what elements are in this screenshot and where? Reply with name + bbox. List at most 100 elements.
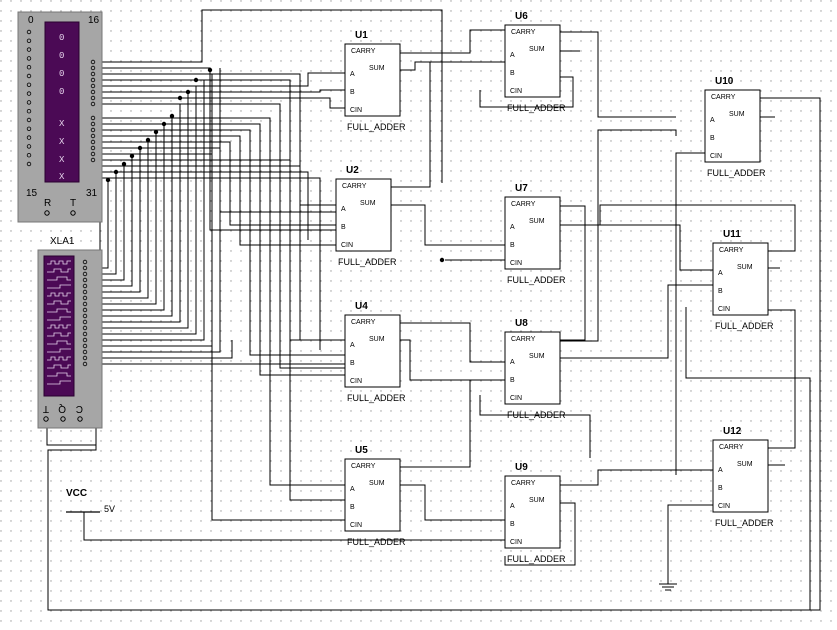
wg-right-pin[interactable] — [90, 83, 96, 89]
full-adder-type-label: FULL_ADDER — [507, 275, 566, 285]
la-input-pin[interactable] — [82, 337, 88, 343]
wg-left-pin[interactable] — [26, 47, 32, 52]
logic-analyzer-input-pins[interactable] — [82, 259, 88, 367]
la-input-pin[interactable] — [82, 301, 88, 307]
la-input-pin[interactable] — [82, 331, 88, 337]
full-adder-body — [504, 475, 561, 549]
wg-right-pin[interactable] — [90, 101, 96, 107]
wg-left-pin[interactable] — [26, 29, 32, 35]
wg-right-pin[interactable] — [90, 77, 96, 83]
la-waveform — [47, 308, 71, 313]
la-input-pin[interactable] — [82, 355, 88, 361]
la-waveform — [47, 316, 71, 321]
la-terminal-c[interactable] — [77, 416, 83, 422]
wg-left-pin[interactable] — [26, 135, 32, 140]
wg-right-pin[interactable] — [90, 65, 96, 71]
wg-left-pin[interactable] — [26, 144, 32, 149]
r-terminal[interactable] — [44, 210, 50, 216]
pin-a-label: A — [341, 206, 346, 213]
la-input-pin[interactable] — [82, 277, 88, 283]
wg-right-pin[interactable] — [90, 139, 96, 145]
wg-right-pin[interactable] — [90, 121, 96, 127]
wg-left-pin[interactable] — [26, 126, 32, 131]
wg-left-pin[interactable] — [26, 117, 32, 123]
range-right-top: 16 — [88, 15, 100, 26]
la-input-pin[interactable] — [82, 313, 88, 319]
la-terminal-q[interactable] — [60, 416, 66, 422]
word-generator[interactable]: 0 16 15 31 0 0 0 0 X X X X R T — [17, 11, 103, 223]
wg-right-pin[interactable] — [90, 95, 96, 101]
la-input-pin[interactable] — [82, 289, 88, 295]
display-bottom-2: X — [59, 155, 65, 165]
wg-left-pin[interactable] — [26, 73, 32, 79]
la-waveform — [47, 260, 71, 265]
pin-carry-label: CARRY — [351, 319, 376, 326]
wg-left-pin[interactable] — [26, 56, 32, 61]
logic-analyzer-waveforms — [47, 260, 71, 385]
wg-left-pin[interactable] — [26, 82, 32, 87]
la-input-pin[interactable] — [82, 349, 88, 355]
la-waveform — [47, 372, 71, 377]
wg-left-pin[interactable] — [26, 38, 32, 43]
la-input-pin[interactable] — [82, 271, 88, 277]
pin-carry-label: CARRY — [342, 183, 367, 190]
wg-left-pin[interactable] — [26, 100, 32, 105]
la-input-pin[interactable] — [82, 295, 88, 301]
wg-left-pin[interactable] — [26, 108, 32, 114]
full-adder-type-label: FULL_ADDER — [507, 103, 566, 113]
wg-left-pin[interactable] — [26, 64, 32, 70]
word-generator-left-pins[interactable] — [26, 29, 32, 167]
wg-right-pin[interactable] — [90, 157, 96, 163]
vcc-source[interactable]: VCC 5V — [66, 488, 115, 514]
wg-right-pin[interactable] — [90, 151, 96, 157]
word-generator-right-pins[interactable] — [90, 59, 96, 163]
pin-a-label: A — [510, 224, 515, 231]
full-adder-body — [335, 178, 392, 252]
wg-right-pin[interactable] — [90, 145, 96, 151]
la-input-pin[interactable] — [82, 343, 88, 349]
wg-right-pin[interactable] — [90, 127, 96, 133]
t-terminal[interactable] — [70, 210, 76, 216]
la-input-pin[interactable] — [82, 325, 88, 331]
wg-right-pin[interactable] — [90, 71, 96, 77]
range-left-bottom: 15 — [26, 188, 38, 199]
wg-right-pin[interactable] — [90, 59, 96, 65]
pin-cin-label: CIN — [350, 522, 362, 529]
logic-analyzer[interactable]: XLA1 T Q C — [37, 236, 103, 429]
la-input-pin[interactable] — [82, 319, 88, 325]
la-label-q: Q — [58, 403, 66, 414]
pin-sum-label: SUM — [529, 353, 545, 360]
pin-sum-label: SUM — [529, 218, 545, 225]
wg-left-pin[interactable] — [26, 91, 32, 96]
full-adder-name: U6 — [515, 11, 528, 22]
la-input-pin[interactable] — [82, 259, 88, 265]
la-input-pin[interactable] — [82, 361, 88, 367]
la-input-pin[interactable] — [82, 283, 88, 289]
la-input-pin[interactable] — [82, 307, 88, 313]
wg-left-pin[interactable] — [26, 161, 32, 167]
wg-right-pin[interactable] — [90, 89, 96, 95]
display-bottom-1: X — [59, 137, 65, 147]
la-waveform — [47, 380, 71, 385]
wg-left-pin[interactable] — [26, 152, 32, 158]
full-adder-name: U12 — [723, 426, 742, 437]
la-terminal-t[interactable] — [43, 416, 49, 422]
pin-b-label: B — [510, 70, 515, 77]
la-input-pin[interactable] — [82, 265, 88, 271]
wg-right-pin[interactable] — [90, 133, 96, 139]
pin-b-label: B — [718, 485, 723, 492]
display-top-1: 0 — [59, 51, 64, 61]
wg-right-pin[interactable] — [90, 115, 96, 121]
